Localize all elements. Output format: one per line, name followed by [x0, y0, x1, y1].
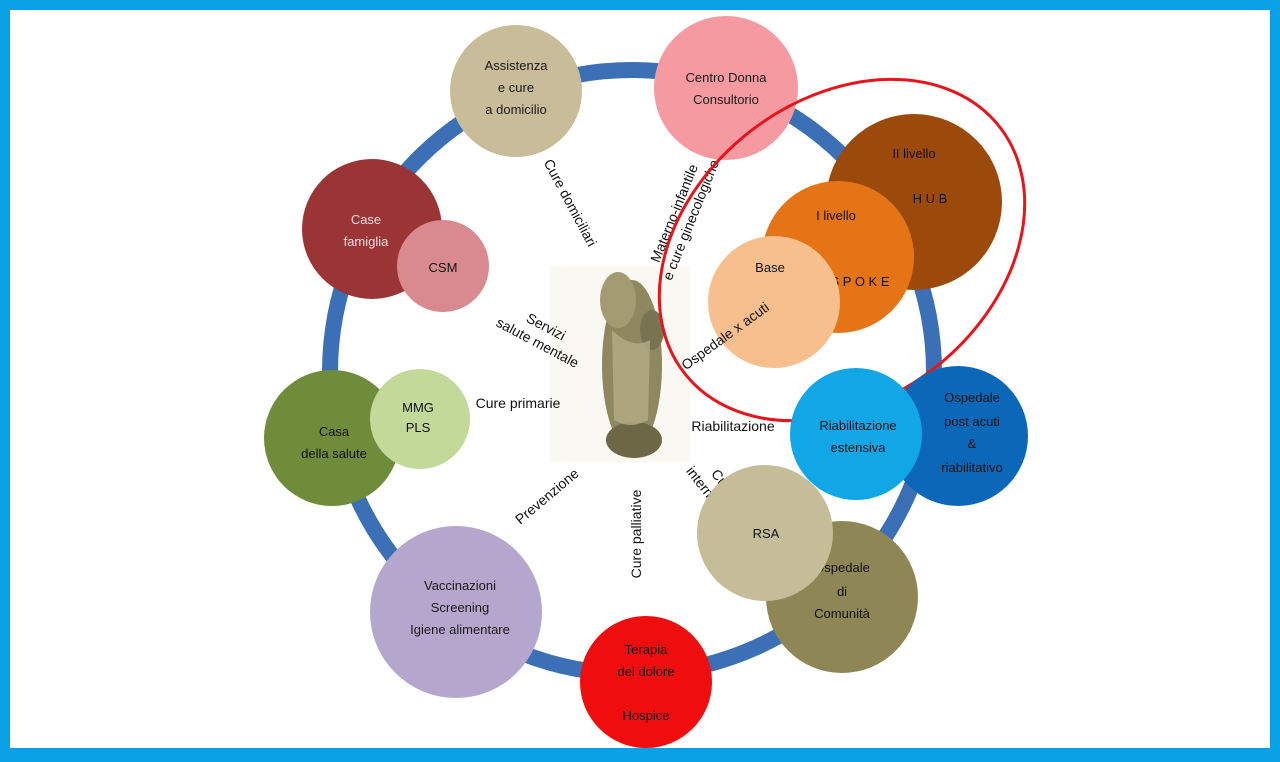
svg-text:&: &: [968, 436, 977, 451]
node-rsa: RSA: [697, 465, 833, 601]
svg-text:del dolore: del dolore: [617, 664, 674, 679]
svg-text:II livello: II livello: [892, 146, 935, 161]
node-riabilitazione-estensiva: Riabilitazione estensiva: [790, 368, 922, 500]
svg-text:Base: Base: [755, 260, 785, 275]
node-terapia-dolore-hospice: Terapia del dolore Hospice: [580, 616, 712, 748]
node-csm: CSM: [397, 220, 489, 312]
svg-text:post acuti: post acuti: [944, 414, 1000, 429]
svg-text:Casa: Casa: [319, 424, 350, 439]
svg-text:Consultorio: Consultorio: [693, 92, 759, 107]
node-centro-donna: Centro Donna Consultorio: [654, 16, 798, 160]
svg-text:famiglia: famiglia: [344, 234, 390, 249]
node-base-ospedale-acuti: Base Ospedale x acuti: [678, 236, 840, 373]
svg-text:riabilitativo: riabilitativo: [941, 460, 1002, 475]
node-ospedale-post-acuti: Ospedale post acuti & riabilitativo: [888, 366, 1028, 506]
svg-text:S P O K E: S P O K E: [830, 274, 889, 289]
svg-text:H U B: H U B: [913, 191, 948, 206]
spoke-label-cure-domiciliari: Cure domiciliari: [541, 156, 600, 249]
svg-text:RSA: RSA: [753, 526, 780, 541]
svg-text:e cure: e cure: [498, 80, 534, 95]
svg-text:Ospedale: Ospedale: [814, 560, 870, 575]
svg-text:Hospice: Hospice: [623, 708, 670, 723]
spoke-label-riabilitazione: Riabilitazione: [691, 418, 774, 434]
node-mmg-pls: MMG PLS: [370, 369, 470, 469]
svg-text:estensiva: estensiva: [831, 440, 887, 455]
svg-text:Igiene alimentare: Igiene alimentare: [410, 622, 510, 637]
svg-text:Terapia: Terapia: [625, 642, 668, 657]
svg-text:di: di: [837, 584, 847, 599]
svg-text:Riabilitazione: Riabilitazione: [819, 418, 896, 433]
svg-text:Assistenza: Assistenza: [485, 58, 549, 73]
svg-text:Screening: Screening: [431, 600, 490, 615]
highlight-ellipse: [657, 77, 1027, 423]
svg-text:PLS: PLS: [406, 420, 431, 435]
svg-text:Vaccinazioni: Vaccinazioni: [424, 578, 496, 593]
spoke-label-cure-palliative: Cure palliative: [628, 489, 644, 578]
svg-text:MMG: MMG: [402, 400, 434, 415]
spoke-label-cure-primarie: Cure primarie: [476, 395, 561, 411]
svg-text:della salute: della salute: [301, 446, 367, 461]
svg-text:I livello: I livello: [816, 208, 856, 223]
node-casa-salute: Casa della salute: [264, 370, 400, 506]
central-statue-figure: [550, 266, 690, 462]
svg-text:Ospedale: Ospedale: [944, 390, 1000, 405]
svg-text:Case: Case: [351, 212, 381, 227]
svg-text:a domicilio: a domicilio: [485, 102, 546, 117]
svg-text:Centro Donna: Centro Donna: [686, 70, 768, 85]
spoke-label-prevenzione: Prevenzione: [512, 465, 582, 527]
svg-text:CSM: CSM: [429, 260, 458, 275]
node-vaccinazioni: Vaccinazioni Screening Igiene alimentare: [370, 526, 542, 698]
svg-text:Comunità: Comunità: [814, 606, 870, 621]
node-assistenza-domicilio: Assistenza e cure a domicilio: [450, 25, 582, 157]
